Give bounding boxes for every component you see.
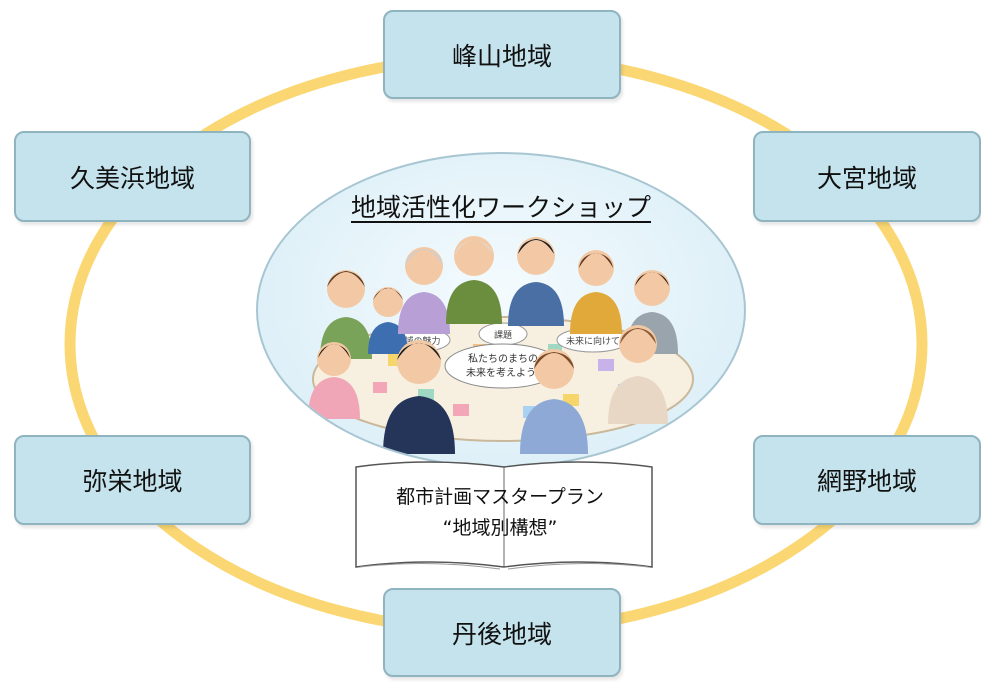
book-line-1: 都市計画マスタープラン [396, 486, 604, 508]
workshop-ellipse: 地域の魅力 課題 未来に向けて 私たちのまちの 未来を考えよう! 地域活性化ワー… [256, 152, 746, 468]
book-caption: 都市計画マスタープラン “地域別構想” [356, 482, 644, 544]
region-yasaka: 弥栄地域 [14, 435, 251, 525]
region-tango: 丹後地域 [383, 588, 621, 677]
caption-future: 未来に向けて [566, 335, 620, 347]
workshop-title: 地域活性化ワークショップ [350, 193, 651, 222]
region-label: 大宮地域 [816, 163, 917, 193]
region-label: 久美浜地域 [69, 163, 195, 193]
open-book-icon [355, 461, 653, 570]
caption-issues: 課題 [494, 329, 512, 341]
region-omiya: 大宮地域 [753, 131, 981, 222]
region-label: 丹後地域 [451, 619, 552, 649]
region-label: 弥栄地域 [82, 467, 183, 496]
book-line-2: “地域別構想” [442, 517, 558, 539]
region-kumihama: 久美浜地域 [14, 131, 251, 222]
board-line-1: 私たちのまちの [468, 353, 538, 365]
region-label: 網野地域 [816, 467, 917, 496]
workshop-illustration: 地域の魅力 課題 未来に向けて 私たちのまちの 未来を考えよう! [308, 236, 694, 454]
region-mineyama: 峰山地域 [383, 10, 621, 99]
region-amino: 網野地域 [753, 435, 981, 525]
region-label: 峰山地域 [451, 41, 552, 71]
board-line-2: 未来を考えよう! [466, 367, 540, 379]
participants [308, 236, 678, 454]
